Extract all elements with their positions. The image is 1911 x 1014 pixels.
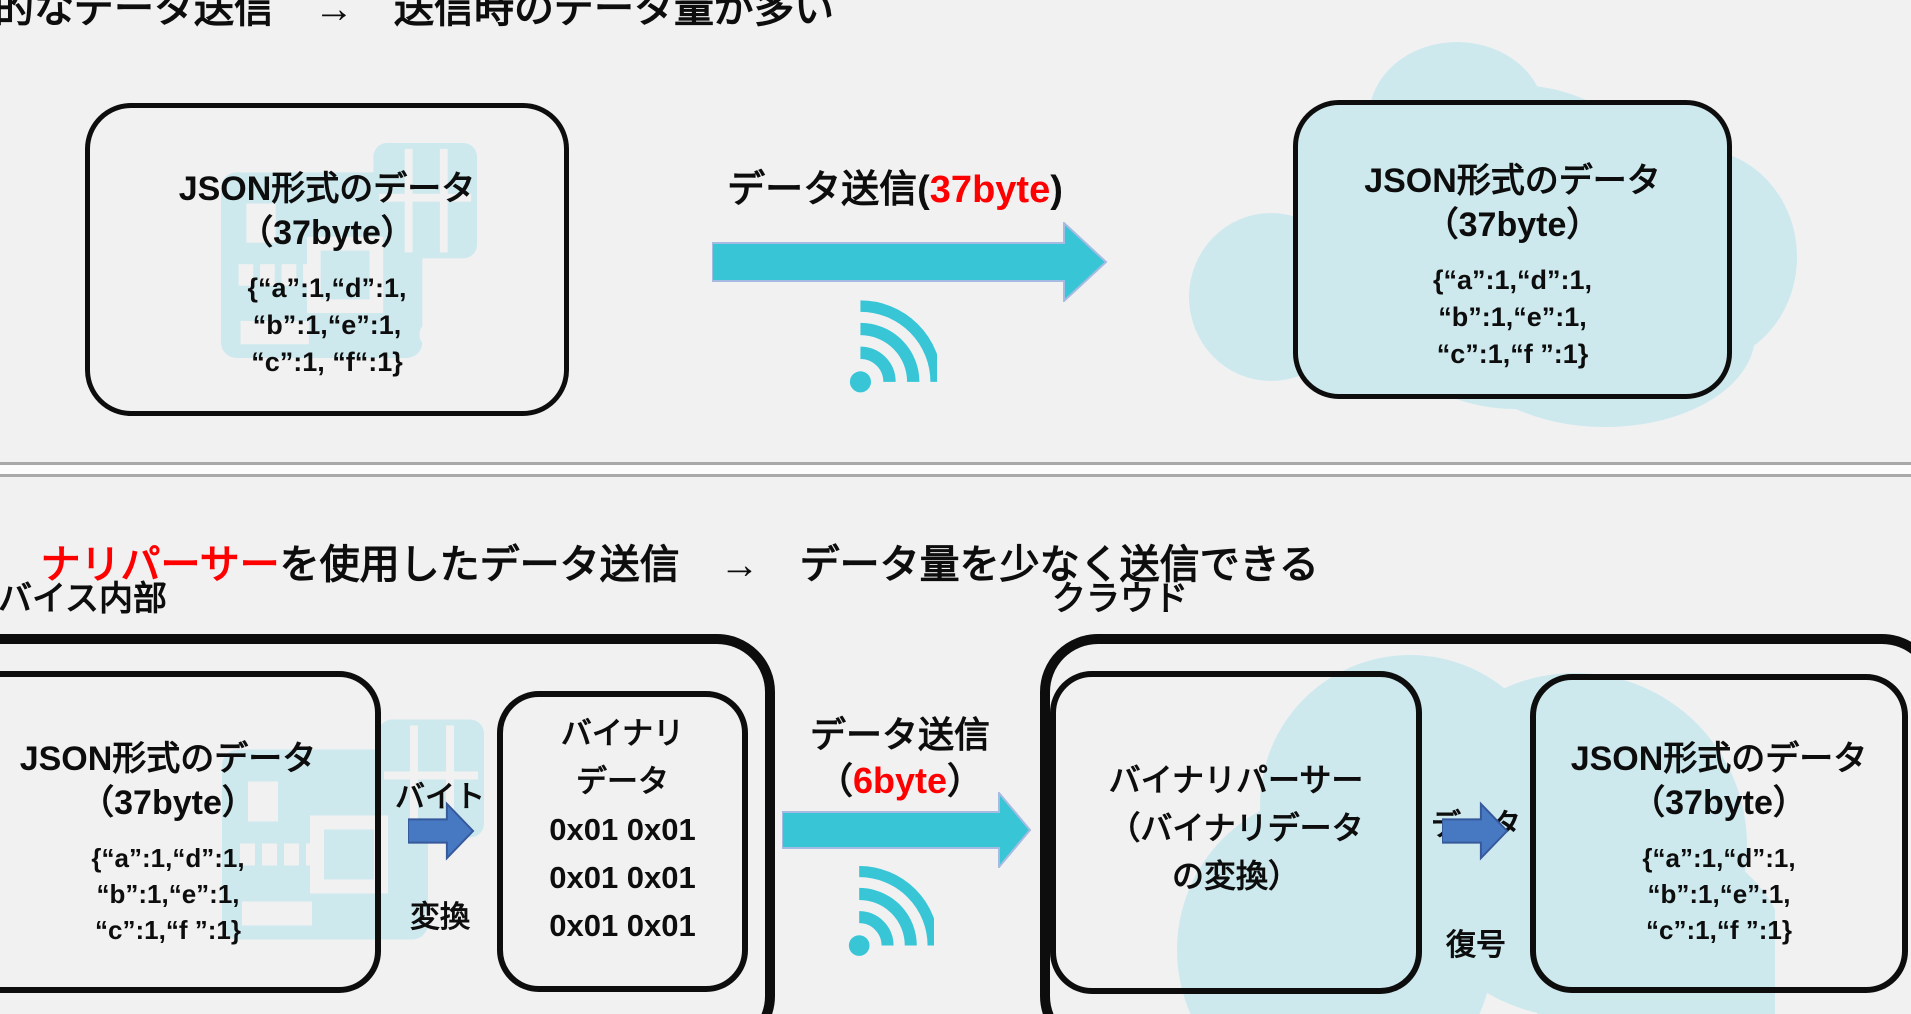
box-size: （37byte） — [1631, 784, 1807, 822]
json-box-device-1 — [85, 103, 569, 416]
cloud-shape-2 — [1155, 640, 1775, 1014]
json-box-device-1-text: JSON形式のデータ （37byte） {“a”:1,“d”:1, “b”:1,… — [85, 168, 569, 381]
json-line: “c”:1,“f ”:1} — [1646, 915, 1792, 945]
json-line: {“a”:1,“d”:1, — [1642, 843, 1796, 873]
wifi-icon-2 — [848, 866, 934, 958]
box-title: JSON形式のデータ — [19, 740, 317, 778]
binary-data-line: 0x01 0x01 — [549, 908, 696, 943]
transfer-value: 37byte — [929, 169, 1051, 211]
section1-title: 的なデータ送信 → 送信時のデータ量が多い — [0, 0, 834, 31]
decode-label: データ 復号 — [1431, 809, 1521, 962]
binary-box — [497, 691, 748, 992]
cloud-container — [1040, 634, 1911, 1014]
convert-arrow-icon — [408, 800, 476, 862]
transfer-label-2: データ送信 （6byte） — [809, 714, 990, 801]
transfer-value: 6byte — [852, 760, 948, 801]
transfer-arrow-2 — [782, 792, 1032, 868]
parser-box — [1050, 671, 1422, 994]
device-label: バイス内部 — [0, 580, 167, 618]
box-title: JSON形式のデータ — [178, 170, 476, 208]
json-line: “b”:1,“e”:1, — [252, 310, 402, 340]
box-size: （37byte） — [239, 214, 415, 252]
json-box-device-2-text: JSON形式のデータ （37byte） {“a”:1,“d”:1, “b”:1,… — [0, 738, 381, 948]
binary-data-line: 0x01 0x01 — [549, 860, 696, 895]
json-box-cloud-1 — [1293, 100, 1732, 399]
section2-title-red: ナリパーサー — [40, 543, 280, 587]
json-line: “c”:1, “f“:1} — [251, 347, 403, 377]
json-line: “c”:1,“f ”:1} — [1436, 339, 1589, 369]
binary-box-text: バイナリ データ 0x01 0x01 0x01 0x01 0x01 0x01 — [497, 710, 748, 950]
json-line: “b”:1,“e”:1, — [96, 879, 240, 909]
slide-divider — [0, 462, 1911, 477]
box-title: JSON形式のデータ — [1364, 162, 1661, 200]
json-box-cloud-1-text: JSON形式のデータ （37byte） {“a”:1,“d”:1, “b”:1,… — [1293, 160, 1732, 373]
json-line: {“a”:1,“d”:1, — [1432, 265, 1593, 295]
json-line: {“a”:1,“d”:1, — [247, 273, 407, 303]
circuit-board-icon — [218, 143, 480, 358]
device-container — [0, 634, 775, 1014]
transfer-arrow-1 — [712, 222, 1108, 302]
json-box-device-2 — [0, 671, 381, 993]
box-size: （37byte） — [80, 784, 256, 822]
byte-convert-label: バイト 変換 — [395, 781, 485, 934]
box-title: JSON形式のデータ — [1570, 740, 1868, 778]
json-line: “b”:1,“e”:1, — [1647, 879, 1791, 909]
box-size: （37byte） — [1424, 206, 1601, 244]
transfer-label-1: データ送信(37byte) — [727, 169, 1063, 211]
json-line: “c”:1,“f ”:1} — [95, 915, 241, 945]
decode-arrow-icon — [1442, 800, 1510, 862]
binary-data-line: 0x01 0x01 — [549, 812, 696, 847]
json-line: {“a”:1,“d”:1, — [91, 843, 245, 873]
json-box-result — [1530, 674, 1908, 993]
section2-title: ナリパーサーを使用したデータ送信 → データ量を少なく送信できる — [40, 543, 1319, 587]
json-box-result-text: JSON形式のデータ （37byte） {“a”:1,“d”:1, “b”:1,… — [1530, 738, 1908, 948]
parser-box-text: バイナリパーサー （バイナリデータ の変換） — [1108, 762, 1364, 894]
json-line: “b”:1,“e”:1, — [1438, 302, 1587, 332]
cloud-label: クラウド — [1052, 580, 1188, 618]
wifi-icon-1 — [849, 300, 937, 395]
